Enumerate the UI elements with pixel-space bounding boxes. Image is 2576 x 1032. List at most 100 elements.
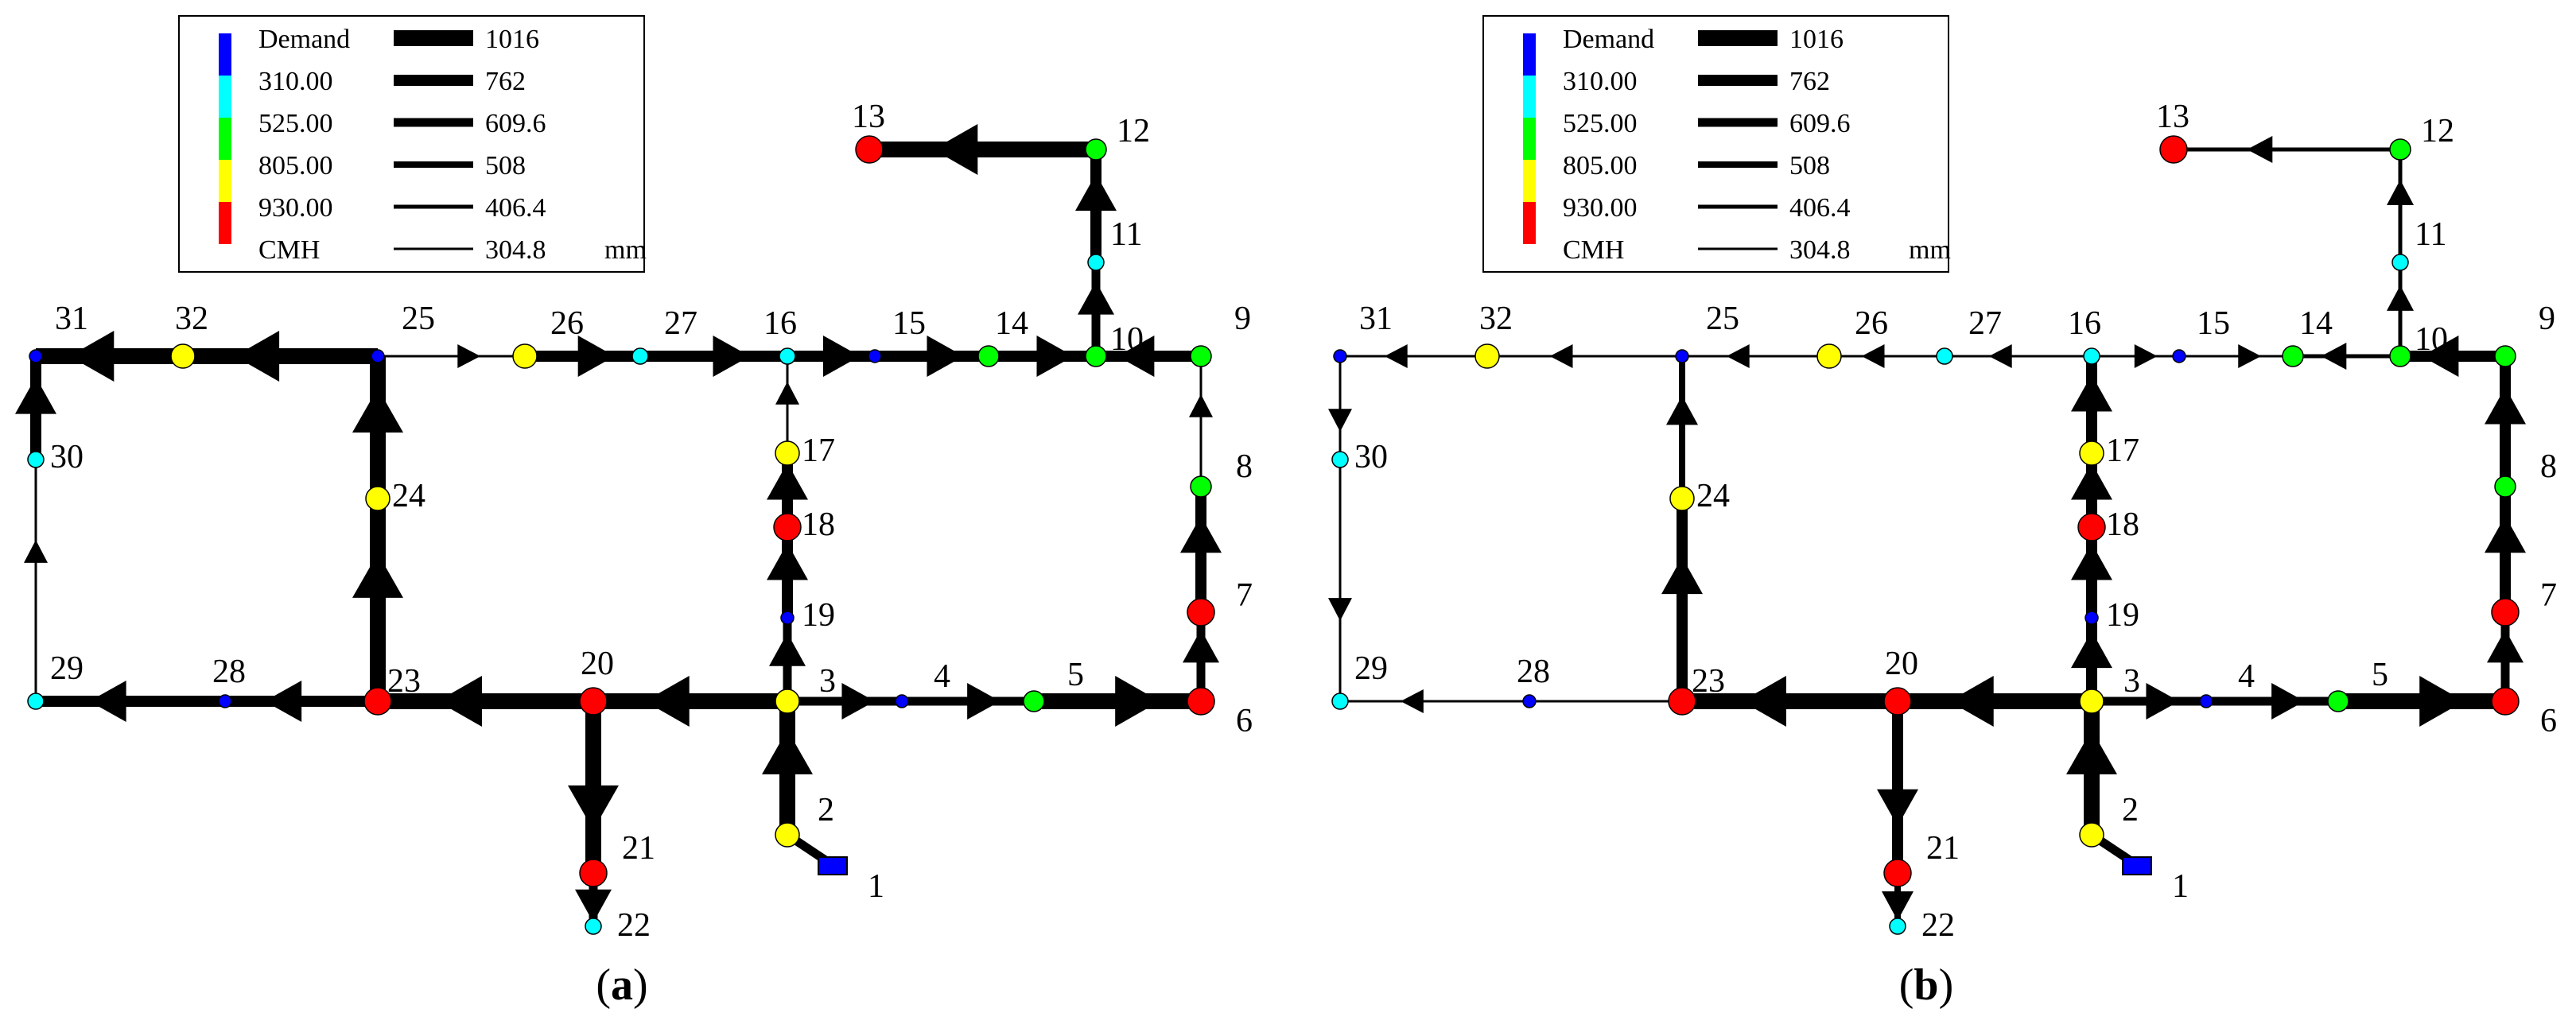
legend-demand-colorbar bbox=[219, 33, 231, 244]
flow-arrow-28-29 bbox=[89, 681, 126, 722]
flow-arrow-20-23 bbox=[1741, 676, 1786, 727]
node-label: 7 bbox=[1236, 577, 1253, 614]
legend-color-swatch bbox=[219, 202, 231, 244]
node-label: 10 bbox=[1110, 321, 1144, 358]
flow-arrow-21-22 bbox=[1882, 891, 1914, 921]
flow-arrow-4-5 bbox=[967, 683, 1000, 720]
node-label: 14 bbox=[2299, 305, 2333, 342]
node-6 bbox=[1187, 687, 1215, 716]
flow-arrow-3-20 bbox=[644, 676, 690, 727]
node-10 bbox=[2389, 345, 2411, 367]
flow-arrow-5-6 bbox=[2419, 676, 2465, 727]
node-label: 31 bbox=[1359, 301, 1393, 337]
flow-arrow-3-4 bbox=[2146, 683, 2180, 720]
flow-arrow-9-10 bbox=[2421, 336, 2459, 377]
node-23 bbox=[1668, 687, 1696, 716]
flow-arrow-25-26 bbox=[457, 344, 481, 368]
node-15 bbox=[2172, 349, 2186, 363]
legend-color-swatch bbox=[1523, 33, 1536, 76]
node-18 bbox=[2077, 513, 2106, 541]
legend-diameter-value: 508 bbox=[485, 151, 526, 180]
flow-arrow-8-9 bbox=[2485, 387, 2526, 425]
flow-arrow-16-15 bbox=[823, 336, 861, 377]
node-label: 6 bbox=[1236, 703, 1253, 739]
node-label: 23 bbox=[1692, 663, 1725, 700]
legend-demand-value: 930.00 bbox=[258, 193, 333, 223]
node-22 bbox=[1889, 918, 1906, 935]
flow-arrow-24-25 bbox=[1666, 395, 1698, 425]
node-23 bbox=[363, 687, 392, 716]
node-label: 4 bbox=[2238, 658, 2255, 695]
flow-arrow-4-5 bbox=[2271, 683, 2305, 720]
node-label: 24 bbox=[392, 478, 425, 514]
legend-demand-value: 805.00 bbox=[258, 151, 333, 180]
node-18 bbox=[773, 513, 802, 541]
node-15 bbox=[868, 349, 882, 363]
node-label: 21 bbox=[622, 830, 655, 867]
legend-color-swatch bbox=[1523, 118, 1536, 160]
flow-arrow-16-15 bbox=[2134, 344, 2158, 368]
node-label: 14 bbox=[995, 305, 1028, 342]
node-label: 2 bbox=[2122, 792, 2139, 828]
flow-arrow-28-29 bbox=[1401, 689, 1424, 713]
node-24 bbox=[1669, 486, 1695, 511]
legend-diameter-value: 406.4 bbox=[485, 193, 546, 223]
legend-demand-value: 525.00 bbox=[258, 109, 333, 138]
node-29 bbox=[1331, 693, 1349, 710]
node-2 bbox=[775, 822, 800, 848]
flow-arrow-6-7 bbox=[1183, 629, 1219, 663]
node-5 bbox=[1023, 690, 1045, 712]
legend-demand-value: 805.00 bbox=[1563, 151, 1638, 180]
flow-arrow-7-8 bbox=[1180, 515, 1222, 553]
node-20 bbox=[1883, 687, 1912, 716]
flow-arrow-2-3 bbox=[2066, 729, 2117, 774]
node-29 bbox=[27, 693, 45, 710]
legend-diameter-unit: mm bbox=[1909, 235, 1951, 265]
legend-color-swatch bbox=[1523, 160, 1536, 202]
flow-arrow-16-27 bbox=[1988, 344, 2012, 368]
legend-diameter-unit: mm bbox=[604, 235, 647, 265]
node-label: 27 bbox=[1968, 305, 2002, 342]
flow-arrow-23-24 bbox=[1661, 557, 1703, 595]
node-label: 9 bbox=[1234, 301, 1251, 337]
node-label: 16 bbox=[2068, 305, 2101, 342]
node-9 bbox=[2494, 345, 2516, 367]
flow-arrow-20-23 bbox=[437, 676, 482, 727]
flow-arrow-3-19 bbox=[2071, 630, 2112, 669]
legend-demand-value: 525.00 bbox=[1563, 109, 1638, 138]
node-label: 5 bbox=[1067, 657, 1084, 693]
legend-demand-value: 930.00 bbox=[1563, 193, 1638, 223]
node-label: 28 bbox=[212, 654, 246, 690]
legend-diameter-value: 762 bbox=[485, 67, 526, 96]
node-label: 25 bbox=[402, 301, 435, 337]
flow-arrow-3-20 bbox=[1949, 676, 1994, 727]
node-27 bbox=[1936, 347, 1953, 365]
node-label: 1 bbox=[868, 868, 884, 905]
node-31 bbox=[1333, 349, 1347, 363]
legend-demand-title: Demand bbox=[1563, 25, 1654, 54]
flow-arrow-11-12 bbox=[2387, 179, 2414, 205]
flow-arrow-7-8 bbox=[2485, 515, 2526, 553]
node-label: 31 bbox=[55, 301, 88, 337]
legend-diameter-value: 1016 bbox=[1789, 25, 1844, 54]
node-11 bbox=[2391, 254, 2409, 271]
node-11 bbox=[1087, 254, 1105, 271]
node-label: 8 bbox=[1236, 448, 1253, 485]
node-label: 27 bbox=[664, 305, 697, 342]
legend-color-swatch bbox=[1523, 202, 1536, 244]
flow-arrow-31-30 bbox=[1328, 409, 1352, 432]
node-label: 30 bbox=[50, 439, 84, 475]
node-label: 12 bbox=[2421, 113, 2454, 149]
node-20 bbox=[579, 687, 608, 716]
node-19 bbox=[2085, 611, 2099, 625]
node-label: 22 bbox=[1921, 907, 1955, 944]
legend-diameter-value: 762 bbox=[1789, 67, 1830, 96]
node-label: 3 bbox=[2123, 663, 2140, 700]
flow-arrow-32-31 bbox=[69, 331, 115, 382]
legend-color-swatch bbox=[1523, 76, 1536, 118]
node-label: 8 bbox=[2540, 448, 2557, 485]
legend-diameter-lines bbox=[394, 30, 473, 250]
legend-color-swatch bbox=[219, 33, 231, 76]
